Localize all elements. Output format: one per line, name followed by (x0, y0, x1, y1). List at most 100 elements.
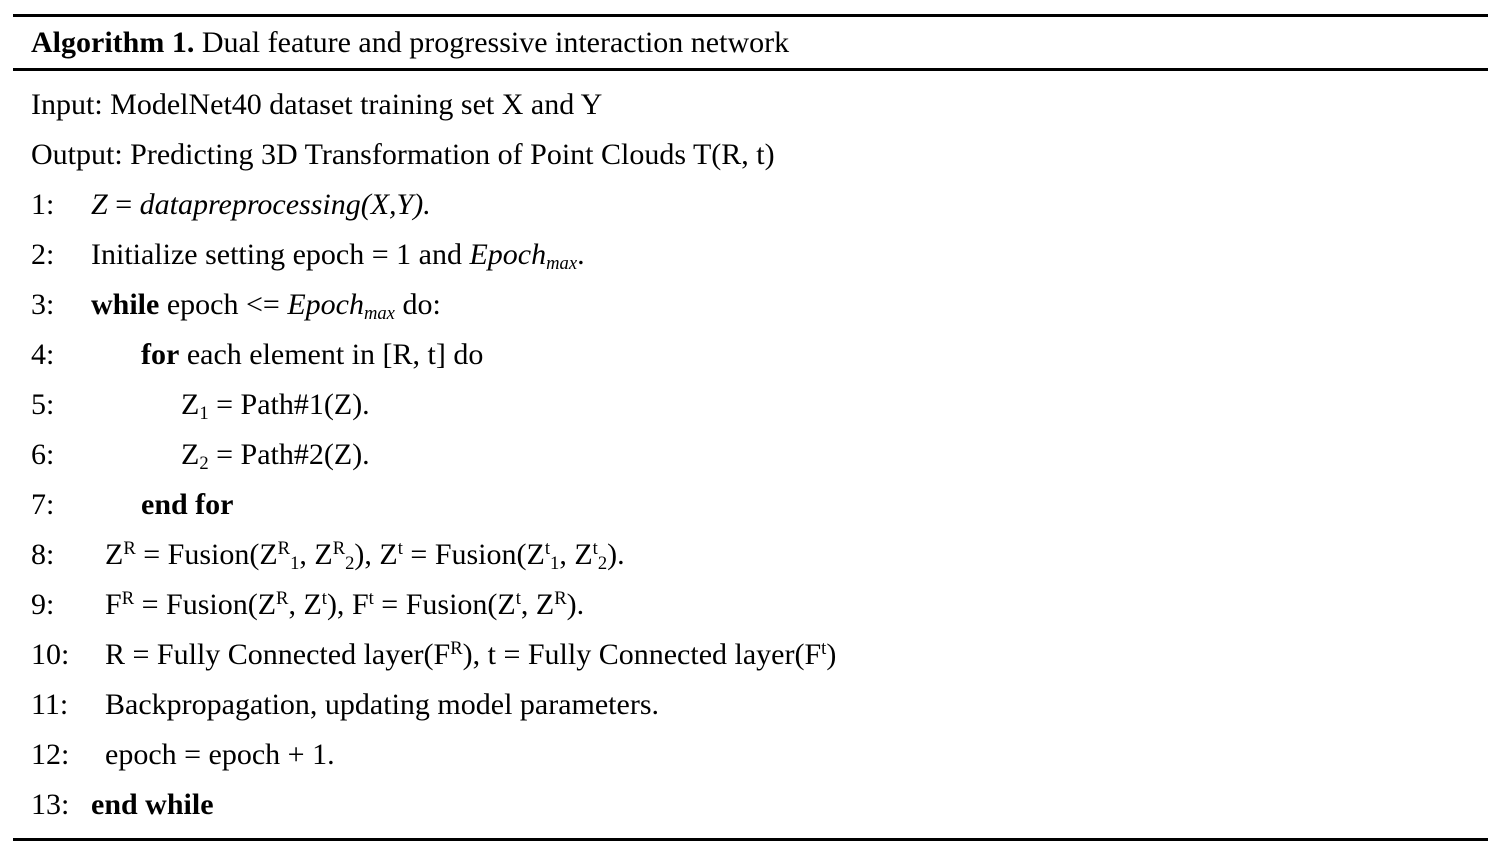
algorithm-step-row: 6: Z2 = Path#2(Z). (13, 430, 1488, 480)
superscript: R (123, 537, 136, 559)
algorithm-step-number: 11: (31, 687, 69, 721)
algorithm-text: Initialize setting epoch = 1 and (91, 237, 470, 271)
algorithm-step-content: epoch = epoch + 1. (105, 730, 335, 780)
algorithm-text: Z (535, 587, 555, 621)
algorithm-text: Z (314, 537, 333, 571)
algorithm-input-text: Input: ModelNet40 dataset training set X… (31, 87, 603, 121)
algorithm-text: . (577, 237, 585, 271)
superscript: t (397, 537, 403, 559)
algorithm-step-row: 10:R = Fully Connected layer(FR), t = Fu… (13, 630, 1488, 680)
math-identifier: Z (91, 187, 108, 221)
algorithm-body: Input: ModelNet40 dataset training set X… (13, 71, 1488, 838)
algorithm-step-content: end for (141, 480, 234, 530)
math-identifier: ). (413, 187, 431, 221)
algorithm-step-row: 11: Backpropagation, updating model param… (13, 680, 1488, 730)
superscript: t (515, 587, 521, 609)
algorithm-step-number: 9: (31, 587, 55, 621)
algorithm-steps: 1:Z = datapreprocessing(X,Y).2:Initializ… (13, 180, 1488, 830)
math-identifier: X (370, 187, 390, 221)
algorithm-step-content: FR = Fusion(ZR, Zt), Ft = Fusion(Zt, ZR)… (105, 580, 584, 630)
algorithm-text: each element in [R, t] do (179, 337, 484, 371)
algorithm-text: Z (181, 387, 200, 421)
algorithm-step-number: 8: (31, 537, 55, 571)
superscript: R (121, 587, 135, 609)
algorithm-text: ). (566, 587, 585, 621)
algorithm-step-number: 4: (31, 337, 55, 371)
algorithm-step-content: end while (91, 780, 214, 830)
subscript: 1 (290, 552, 300, 574)
subscript: 1 (199, 402, 209, 424)
algorithm-step-row: 4: for each element in [R, t] do (13, 330, 1488, 380)
math-identifier: ( (360, 187, 371, 221)
algorithm-step-number: 6: (31, 437, 55, 471)
algorithm-step-number: 13: (31, 787, 70, 821)
algorithm-text: ), t = Fully Connected layer(F (462, 637, 822, 671)
algorithm-text: ), (354, 537, 380, 571)
algorithm-text: F (351, 587, 369, 621)
subscript: max (546, 252, 578, 274)
algorithm-keyword: end while (91, 787, 214, 821)
superscript: t (544, 537, 551, 559)
algorithm-step-row: 2: Initialize setting epoch = 1 and Epoch… (13, 230, 1488, 280)
algorithm-box: Algorithm 1. Dual feature and progressiv… (13, 14, 1488, 841)
algorithm-text: epoch = epoch + 1. (105, 737, 335, 771)
superscript: R (276, 587, 289, 609)
superscript: t (592, 537, 598, 559)
algorithm-step-content: while epoch <= Epochmax do: (91, 280, 441, 330)
algorithm-text: = Fusion( (402, 537, 527, 571)
algorithm-step-number: 7: (31, 487, 55, 521)
superscript: R (332, 537, 346, 559)
subscript: 2 (199, 452, 209, 474)
algorithm-input-line: Input: ModelNet40 dataset training set X… (13, 80, 1488, 130)
algorithm-text: R = Fully Connected layer(F (105, 637, 451, 671)
algorithm-text: Z (379, 537, 398, 571)
subscript: 1 (550, 552, 560, 574)
algorithm-text: = Fusion( (373, 587, 498, 621)
algorithm-step-content: for each element in [R, t] do (141, 330, 483, 380)
superscript: t (821, 637, 827, 659)
algorithm-title: Algorithm 1. Dual feature and progressiv… (13, 17, 1488, 68)
math-identifier: Y (396, 187, 414, 221)
algorithm-step-row: 1: Z = datapreprocessing(X,Y). (13, 180, 1488, 230)
algorithm-text: , (520, 587, 536, 621)
algorithm-keyword: for (141, 337, 180, 371)
algorithm-keyword: end for (141, 487, 234, 521)
table-top-rule (13, 14, 1488, 17)
algorithm-text: ), (326, 587, 352, 621)
math-identifier: Epoch (469, 237, 547, 271)
algorithm-step-number: 1: (31, 187, 55, 221)
algorithm-text: , (288, 587, 304, 621)
algorithm-text: epoch <= (159, 287, 288, 321)
superscript: R (450, 637, 463, 659)
algorithm-step-content: Initialize setting epoch = 1 and Epochma… (91, 230, 585, 280)
superscript: R (277, 537, 291, 559)
algorithm-text: Z (181, 437, 200, 471)
algorithm-text: Z (303, 587, 322, 621)
subscript: 2 (345, 552, 355, 574)
algorithm-text: Backpropagation, updating model paramete… (105, 687, 659, 721)
algorithm-step-number: 2: (31, 237, 55, 271)
algorithm-title-label: Algorithm 1. (31, 26, 195, 59)
algorithm-text: F (105, 587, 122, 621)
math-identifier: Epoch (287, 287, 364, 321)
superscript: R (554, 587, 567, 609)
algorithm-text: = Path#1(Z). (208, 387, 370, 421)
algorithm-step-row: 5:Z1 = Path#1(Z). (13, 380, 1488, 430)
algorithm-step-row: 7: end for (13, 480, 1488, 530)
subscript: 2 (597, 552, 608, 574)
algorithm-text: Z (574, 537, 593, 571)
algorithm-text: ). (607, 537, 625, 571)
algorithm-output-line: Output: Predicting 3D Transformation of … (13, 130, 1488, 180)
algorithm-step-content: Z = datapreprocessing(X,Y). (91, 180, 431, 230)
algorithm-step-row: 9:FR = Fusion(ZR, Zt), Ft = Fusion(Zt, Z… (13, 580, 1488, 630)
algorithm-step-row: 8: ZR = Fusion(ZR1, ZR2), Zt = Fusion(Zt1… (13, 530, 1488, 580)
algorithm-text: = (107, 187, 140, 221)
algorithm-output-text: Output: Predicting 3D Transformation of … (31, 137, 775, 171)
algorithm-step-content: Z2 = Path#2(Z). (181, 430, 370, 480)
algorithm-step-row: 3: while epoch <= Epochmax do: (13, 280, 1488, 330)
algorithm-step-number: 3: (31, 287, 55, 321)
algorithm-text: Z (105, 537, 124, 571)
algorithm-step-content: ZR = Fusion(ZR1, ZR2), Zt = Fusion(Zt1, … (105, 530, 625, 580)
algorithm-text: = Fusion( (135, 537, 260, 571)
math-identifier: datapreprocessing (139, 187, 361, 221)
